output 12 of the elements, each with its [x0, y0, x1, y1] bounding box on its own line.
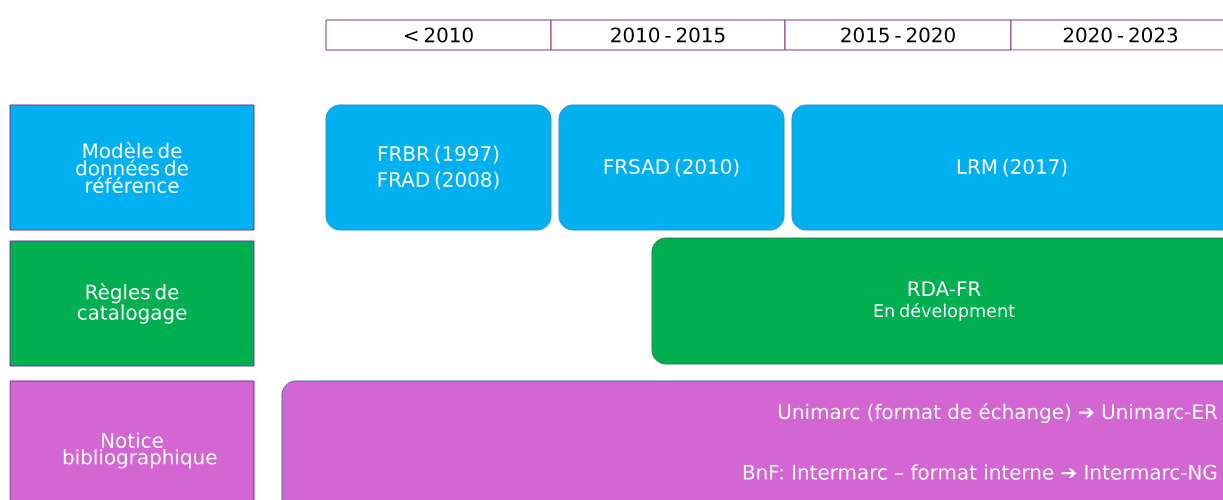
header-cell: 2015 - 2020 — [784, 19, 1012, 51]
row-label-box: Notice bibliographique — [9, 380, 255, 500]
header-cell: 2020 - 2023 — [1010, 19, 1223, 51]
header-cell: 2010 - 2015 — [550, 19, 786, 51]
timeline-box: LRM (2017) — [791, 104, 1223, 231]
row-label-box: Règles de catalogage — [9, 240, 255, 367]
header-cell: < 2010 — [325, 19, 552, 51]
timeline-box: FRSAD (2010) — [558, 104, 785, 231]
timeline-box: RDA-FR En dévelopment — [651, 237, 1223, 365]
timeline-box: Unimarc (format de échange) ➔ Unimarc-ER BnF: Intermarc – format interne ➔ Intermarc-NG — [281, 380, 1223, 500]
timeline-box: FRBR (1997) FRAD (2008) — [325, 104, 552, 231]
row-label-box: Modèle de données de référence — [9, 104, 255, 231]
